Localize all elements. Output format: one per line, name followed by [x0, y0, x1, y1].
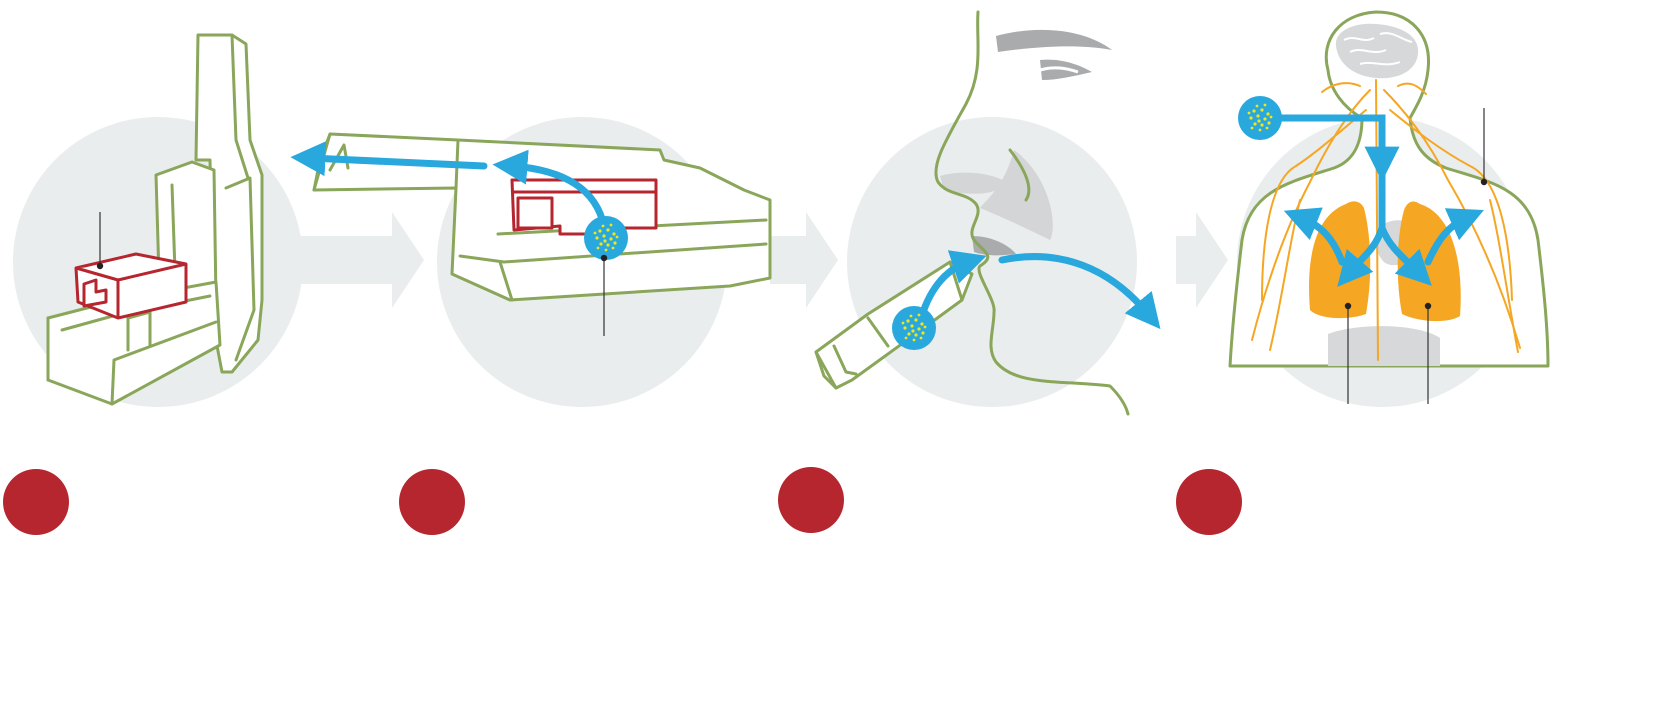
cartridge-1 [74, 252, 188, 320]
leader-bloodstream [1480, 108, 1488, 186]
leader-powder [600, 254, 608, 336]
airflow-arrow-2a [290, 141, 488, 177]
eye-lid [1039, 66, 1079, 74]
leader-cartridge [96, 212, 104, 270]
face-shading [980, 150, 1053, 240]
airflow-arrow-4-left-upper [1283, 207, 1346, 266]
face-profile [934, 10, 1130, 416]
nostril [940, 172, 1006, 194]
airflow-arrow-3b [998, 253, 1161, 330]
leader-left-lung [1344, 302, 1352, 404]
airflow-arrow-2b [492, 149, 608, 230]
panel-3-inhalation [814, 10, 1161, 416]
panel-2-closed-inhaler [290, 117, 772, 407]
powder-particles-3 [892, 306, 936, 350]
leader-right-lung [1424, 302, 1432, 404]
step-markers [3, 467, 1242, 535]
step-marker-3 [778, 467, 844, 533]
stomach-icon [1328, 326, 1440, 366]
flow-arrow-2 [770, 212, 838, 308]
step-marker-4 [1176, 469, 1242, 535]
panel-1-insert-cartridge [13, 33, 303, 407]
airflow-arrow-4-right-upper [1424, 208, 1484, 266]
flow-arrow-1 [300, 212, 424, 308]
panel-4-lungs [1228, 10, 1550, 407]
airflow-arrow-4-right-lower [1378, 224, 1432, 286]
powder-particles-4 [1238, 96, 1282, 140]
background-disc-3 [847, 117, 1137, 407]
step-marker-1 [3, 469, 69, 535]
step-marker-2 [399, 469, 465, 535]
flow-arrows [300, 212, 1228, 308]
powder-particles-2 [584, 216, 628, 260]
flow-arrow-3 [1176, 212, 1228, 308]
eyebrow [996, 29, 1112, 52]
